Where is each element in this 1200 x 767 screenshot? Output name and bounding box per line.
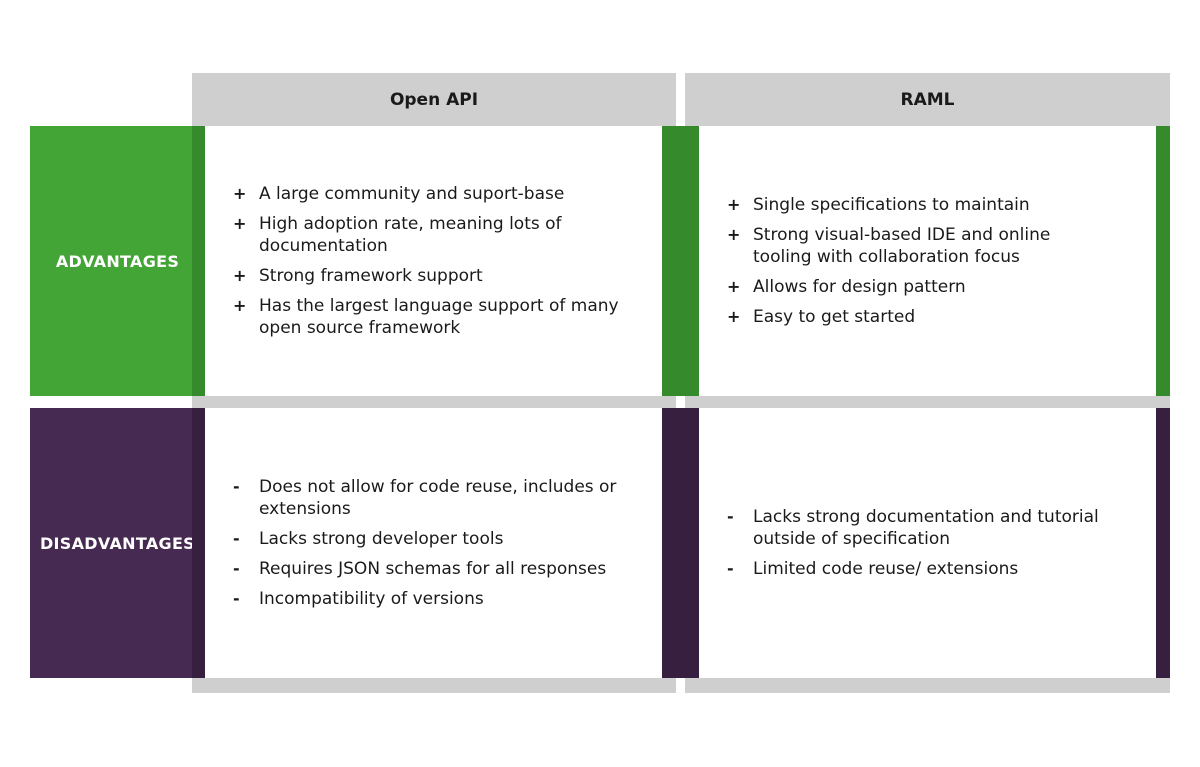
- list-item: -Lacks strong developer tools: [233, 529, 504, 549]
- row-label-advantages: ADVANTAGES: [30, 126, 205, 396]
- list-item: -Requires JSON schemas for all responses: [233, 559, 607, 579]
- list-item: +Has the largest language support of man…: [233, 296, 619, 338]
- list-item: -Incompatibility of versions: [233, 589, 484, 609]
- minus-icon: -: [233, 529, 240, 548]
- column-header-raml: RAML: [900, 89, 955, 110]
- plus-icon: +: [727, 225, 741, 244]
- minus-icon: -: [233, 477, 240, 496]
- minus-icon: -: [727, 507, 734, 526]
- list-openapi-disadvantages: -Does not allow for code reuse, includes…: [233, 476, 623, 610]
- advantages-strip-left: [192, 126, 205, 396]
- list-item: +Easy to get started: [727, 307, 916, 327]
- plus-icon: +: [233, 266, 247, 285]
- minus-icon: -: [233, 559, 240, 578]
- cell-openapi-advantages: +A large community and suport-base +High…: [205, 126, 662, 396]
- list-item: +High adoption rate, meaning lots of doc…: [233, 214, 562, 256]
- cell-openapi-disadvantages: -Does not allow for code reuse, includes…: [205, 408, 662, 678]
- list-item: -Limited code reuse/ extensions: [727, 559, 1019, 579]
- minus-icon: -: [727, 559, 734, 578]
- list-item: +A large community and suport-base: [233, 184, 565, 204]
- row-label-disadvantages: DISADVANTAGES: [30, 408, 205, 678]
- plus-icon: +: [233, 214, 247, 233]
- list-item: +Single specifications to maintain: [727, 195, 1030, 215]
- advantages-strip-middle: [662, 126, 699, 396]
- column-header-openapi: Open API: [389, 89, 479, 110]
- plus-icon: +: [727, 277, 741, 296]
- advantages-strip-right: [1156, 126, 1170, 396]
- list-raml-advantages: +Single specifications to maintain +Stro…: [727, 194, 1107, 328]
- list-item: -Does not allow for code reuse, includes…: [233, 477, 617, 519]
- list-openapi-advantages: +A large community and suport-base +High…: [233, 183, 623, 339]
- list-item: +Allows for design pattern: [727, 277, 966, 297]
- cell-raml-disadvantages: -Lacks strong documentation and tutorial…: [699, 408, 1156, 678]
- cell-raml-advantages: +Single specifications to maintain +Stro…: [699, 126, 1156, 396]
- list-item: +Strong visual-based IDE and online tool…: [727, 225, 1051, 267]
- plus-icon: +: [233, 296, 247, 315]
- plus-icon: +: [233, 184, 247, 203]
- list-raml-disadvantages: -Lacks strong documentation and tutorial…: [727, 506, 1107, 580]
- disadvantages-strip-left: [192, 408, 205, 678]
- minus-icon: -: [233, 589, 240, 608]
- list-item: +Strong framework support: [233, 266, 483, 286]
- disadvantages-strip-right: [1156, 408, 1170, 678]
- plus-icon: +: [727, 307, 741, 326]
- disadvantages-strip-middle: [662, 408, 699, 678]
- plus-icon: +: [727, 195, 741, 214]
- list-item: -Lacks strong documentation and tutorial…: [727, 507, 1099, 549]
